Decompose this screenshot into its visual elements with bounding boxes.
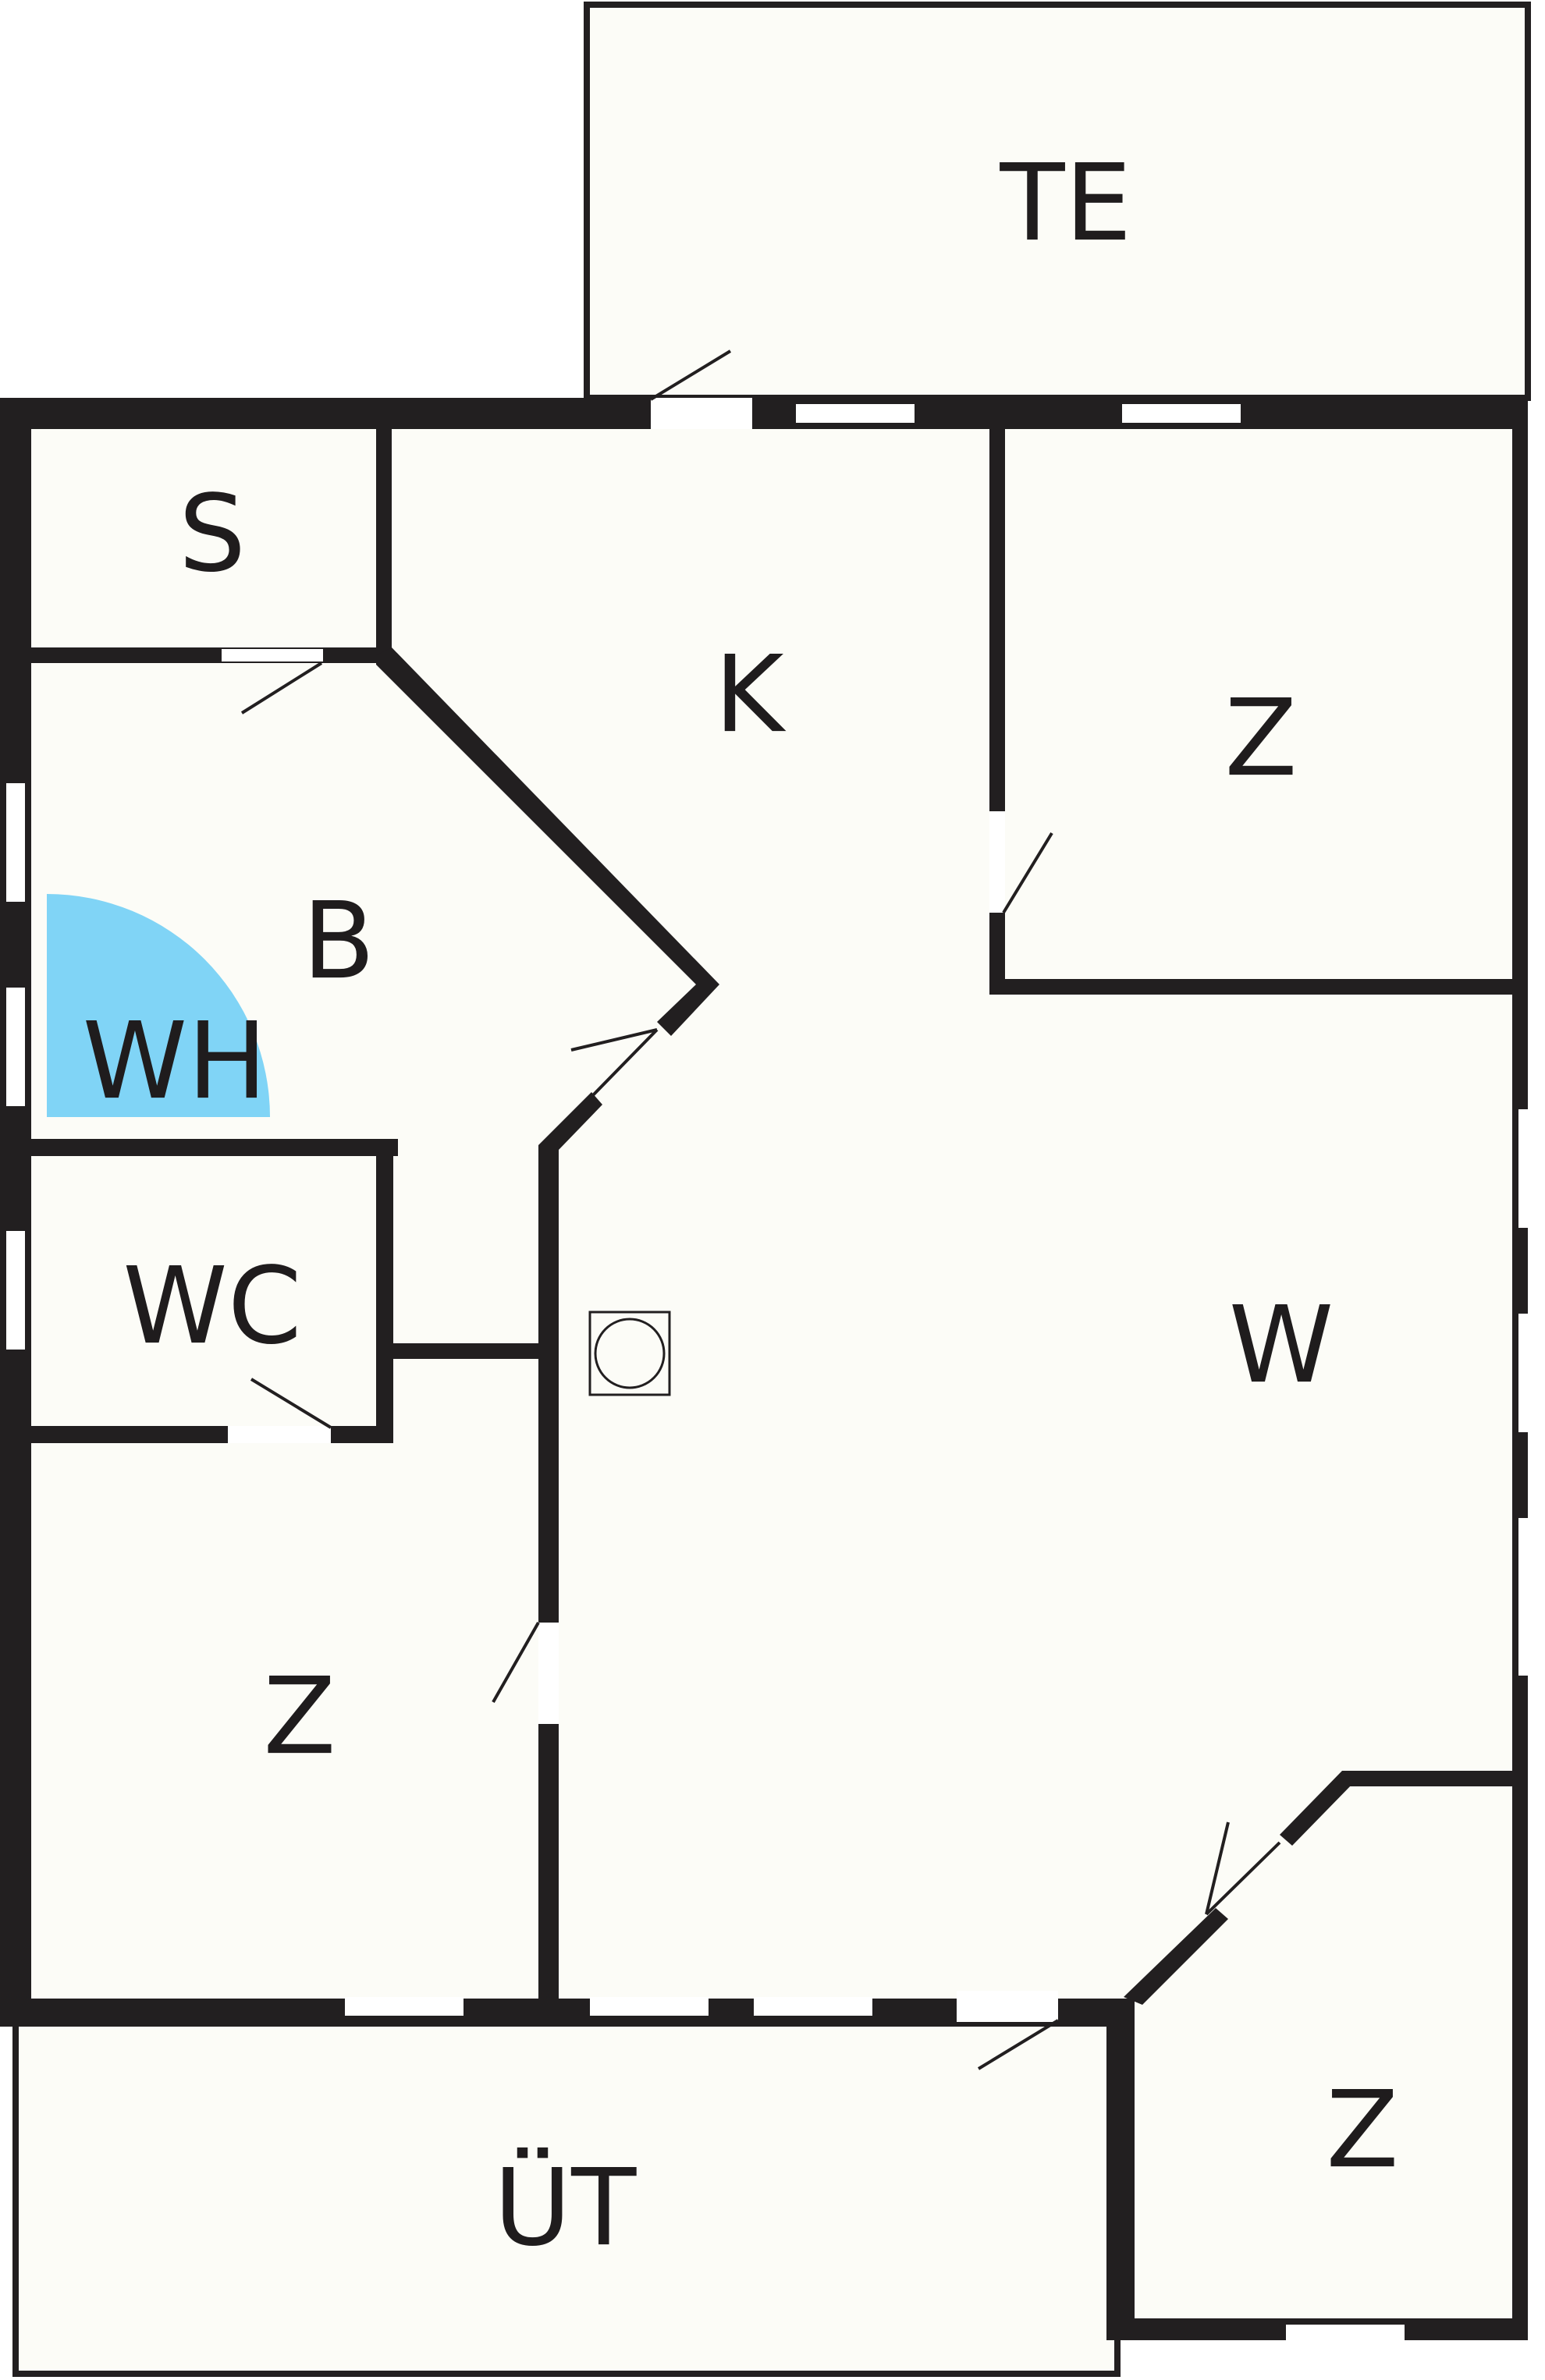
balcony-area <box>12 2013 1121 2377</box>
room-label-storage: S <box>179 473 246 596</box>
room-label-room-south-west: Z <box>263 1655 336 1779</box>
room-label-washing-machine: WH <box>83 1000 268 1123</box>
washing-machine-icon <box>47 894 270 1117</box>
room-label-living-room: W <box>1229 1284 1334 1407</box>
doors <box>222 349 1281 2070</box>
room-label-bathroom: B <box>302 880 375 1003</box>
room-label-toilet: WC <box>123 1245 301 1368</box>
interior-walls <box>31 429 1512 2005</box>
room-labels: TE S K Z B WH WC W Z ÜT Z <box>83 142 1399 2270</box>
terrace-area <box>584 2 1531 401</box>
building-outline <box>0 398 1528 2340</box>
room-label-balcony: ÜT <box>494 2147 638 2270</box>
stove-icon <box>588 1311 671 1396</box>
windows <box>6 404 1537 2343</box>
room-label-room-south-east: Z <box>1326 2069 1398 2192</box>
room-label-kitchen: K <box>714 633 787 757</box>
fixtures <box>47 894 671 1396</box>
room-label-terrace: TE <box>999 142 1131 265</box>
room-label-room-north-east: Z <box>1224 677 1297 800</box>
